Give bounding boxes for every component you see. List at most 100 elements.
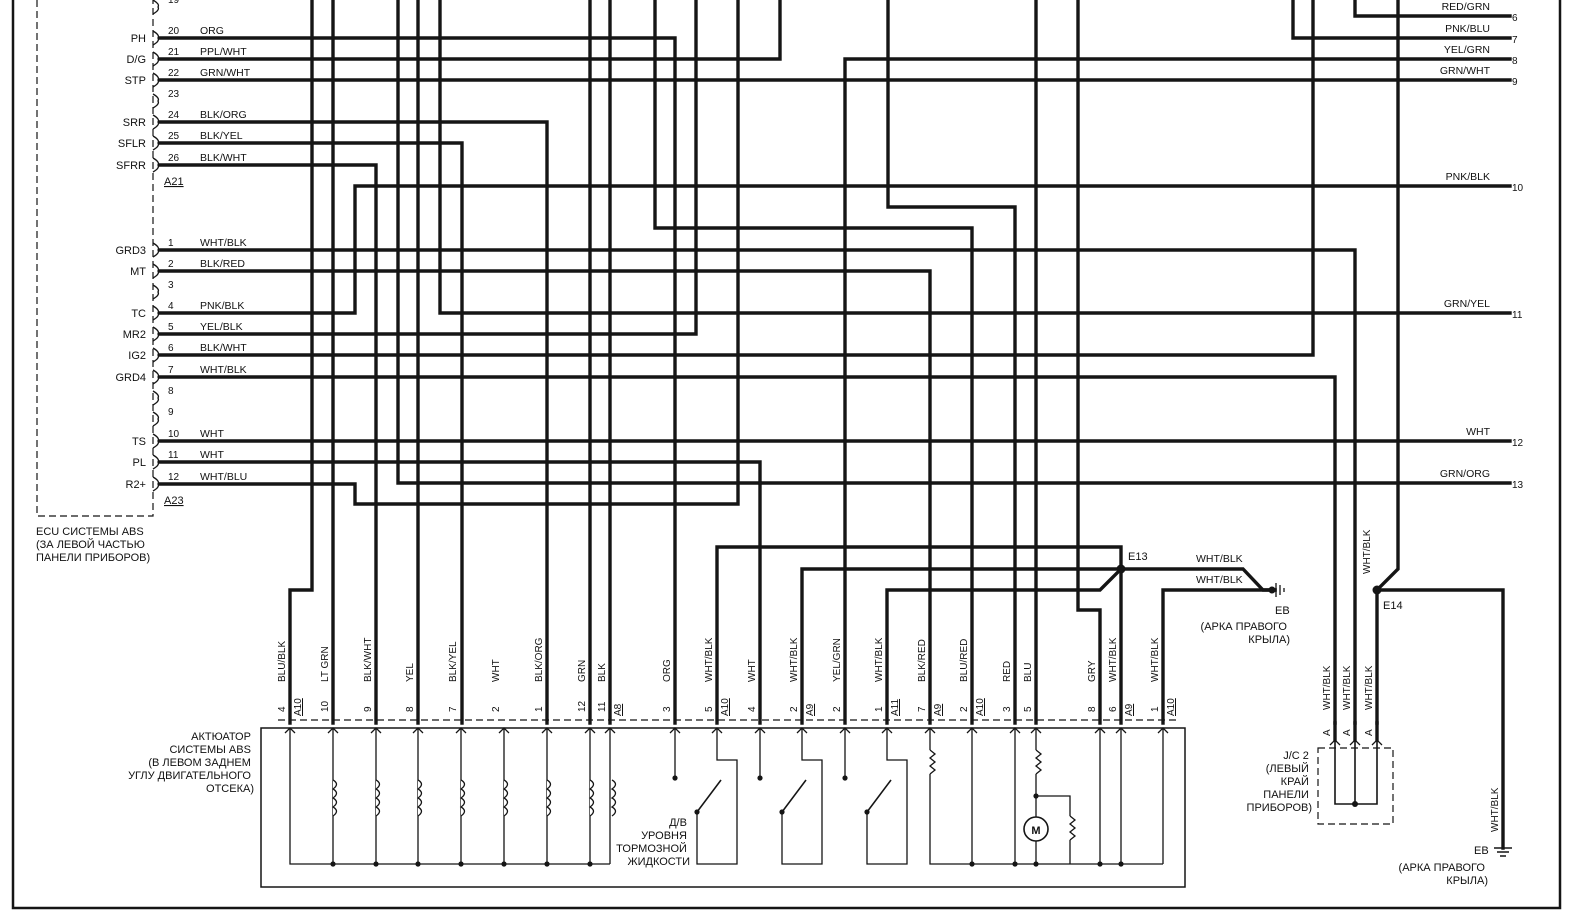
jc2-wire-color: WHT/BLK	[1364, 665, 1375, 710]
ecu-wire-color: WHT/BLK	[200, 364, 247, 376]
right-terminal-number: 6	[1512, 13, 1518, 24]
wire-blk-yel-route	[438, 0, 1512, 315]
junction-dot	[501, 861, 507, 867]
wire-e13-c	[885, 566, 1124, 725]
actuator-wire-color: RED	[1002, 661, 1013, 682]
brake-fluid-label-line: ЖИДКОСТИ	[627, 856, 690, 868]
actuator-pin-number: 1	[534, 706, 545, 712]
ecu-pin-bracket	[152, 51, 160, 67]
actuator-wire-color: GRY	[1087, 660, 1098, 682]
actuator-pin-number: 7	[917, 706, 928, 712]
junction-dot	[1033, 861, 1039, 867]
actuator-pin-terminal	[327, 727, 339, 742]
brake-fluid-label-line: Д/В	[669, 817, 687, 829]
ecu-pin-number: 11	[168, 450, 179, 461]
actuator-pin-terminal	[1115, 727, 1127, 742]
actuator-pin-terminal	[412, 727, 424, 742]
ground-eb-top: EB (АРКА ПРАВОГО КРЫЛА)	[1201, 583, 1290, 646]
ecu-wire-color: BLK/ORG	[200, 109, 247, 121]
ecu-pin-bracket	[152, 30, 160, 46]
switch-blade-icon	[781, 779, 807, 813]
ground-eb-top-symbol	[1275, 583, 1285, 597]
resistor-icon	[1068, 815, 1077, 841]
ecu-pin-number: 2	[168, 259, 174, 270]
splice-e14-wire: WHT/BLK	[1362, 529, 1373, 574]
ecu-connector-a21: A21	[164, 176, 184, 188]
actuator-wire-color: YEL/GRN	[832, 638, 843, 682]
right-terminal-number: 13	[1512, 480, 1524, 491]
junction-dot	[458, 861, 464, 867]
ecu-signal-label: D/G	[126, 54, 146, 66]
resistor-icon	[1034, 749, 1043, 775]
actuator-wire-color: WHT/BLK	[1108, 637, 1119, 682]
ecu-caption-line: ПАНЕЛИ ПРИБОРОВ)	[36, 552, 150, 564]
right-terminal-number: 10	[1512, 183, 1524, 194]
ground-eb-bottom-symbol	[1494, 847, 1512, 857]
ground-eb-bottom-label: EB	[1474, 845, 1489, 857]
actuator-connector-id: A11	[890, 699, 901, 716]
junction-dot	[415, 861, 421, 867]
actuator-pin-terminal	[284, 727, 296, 742]
actuator-pin-terminal	[584, 727, 596, 742]
actuator-pin-number: 2	[832, 706, 843, 712]
ecu-wire-color: BLK/WHT	[200, 342, 247, 354]
actuator-pin-terminal	[966, 727, 978, 742]
actuator-pin-number: 8	[405, 706, 416, 712]
ecu-pin-number: 24	[168, 110, 180, 121]
junction-dot	[587, 861, 593, 867]
actuator-wire-color: LT GRN	[320, 646, 331, 682]
wire-pl	[158, 460, 762, 725]
wire-gry	[1076, 0, 1102, 725]
actuator-wire-color: WHT/BLK	[789, 637, 800, 682]
junction-dot	[1012, 861, 1018, 867]
splice-e14	[1372, 585, 1382, 595]
actuator-pin-terminal	[1030, 727, 1042, 742]
actuator-pin-number: 1	[1150, 706, 1161, 712]
solenoid-coil-icon	[610, 779, 617, 817]
solenoid-bus	[289, 742, 611, 865]
ground-eb-top-dot	[1268, 586, 1276, 594]
ground-eb-top-label: EB	[1275, 605, 1290, 617]
jc2-pin-letter: A	[1322, 729, 1333, 736]
wire-mt	[158, 269, 932, 725]
ecu-pin-bracket	[152, 433, 160, 449]
ecu-pin-bracket	[152, 390, 160, 406]
ecu-pin-bracket	[152, 326, 160, 342]
actuator-wire-color: WHT	[491, 659, 502, 682]
right-terminal-wire: GRN/ORG	[1440, 468, 1490, 480]
ecu-pin-bracket	[152, 0, 160, 15]
ecu-signal-label: TC	[131, 308, 146, 320]
ecu-wire-color: WHT	[200, 428, 224, 440]
ecu-wire-color: WHT/BLU	[200, 471, 247, 483]
ground-eb-bottom-caption-line: КРЫЛА)	[1446, 875, 1488, 887]
actuator-pin-terminal	[541, 727, 553, 742]
actuator-pin-number: 5	[1023, 706, 1034, 712]
wire-e13-b	[800, 567, 1123, 725]
ecu-pin-number: 19	[168, 0, 180, 6]
wire-dg	[158, 0, 782, 61]
ecu-wire-color: ORG	[200, 25, 224, 37]
wire-right-top-a	[1291, 0, 1512, 40]
junction-dot	[330, 861, 336, 867]
wire-right-top-b	[1353, 0, 1512, 18]
ecu-signal-label: R2+	[126, 479, 147, 491]
jc2-pin-terminal	[1371, 739, 1383, 746]
actuator-wire-color: BLK/ORG	[534, 637, 545, 682]
wire-network	[158, 0, 1512, 850]
ecu-pin-number: 7	[168, 365, 174, 376]
ecu-pin-number: 3	[168, 280, 174, 291]
solenoid-coil-icon	[374, 779, 381, 817]
ground-eb-top-caption-line: (АРКА ПРАВОГО	[1201, 621, 1288, 633]
wire-tc	[158, 184, 1512, 315]
ecu-wire-color: WHT/BLK	[200, 237, 247, 249]
right-terminal-wire: YEL/GRN	[1444, 44, 1490, 56]
ecu-signal-label: MT	[130, 266, 146, 278]
jc2-caption-line: ПРИБОРОВ)	[1247, 802, 1312, 814]
solenoid-coil-icon	[588, 779, 595, 817]
solenoid-coil-icon	[459, 779, 466, 817]
right-terminal-number: 11	[1512, 310, 1523, 321]
brake-fluid-label-line: ТОРМОЗНОЙ	[616, 842, 687, 855]
solenoid-coil-icon	[545, 779, 552, 817]
